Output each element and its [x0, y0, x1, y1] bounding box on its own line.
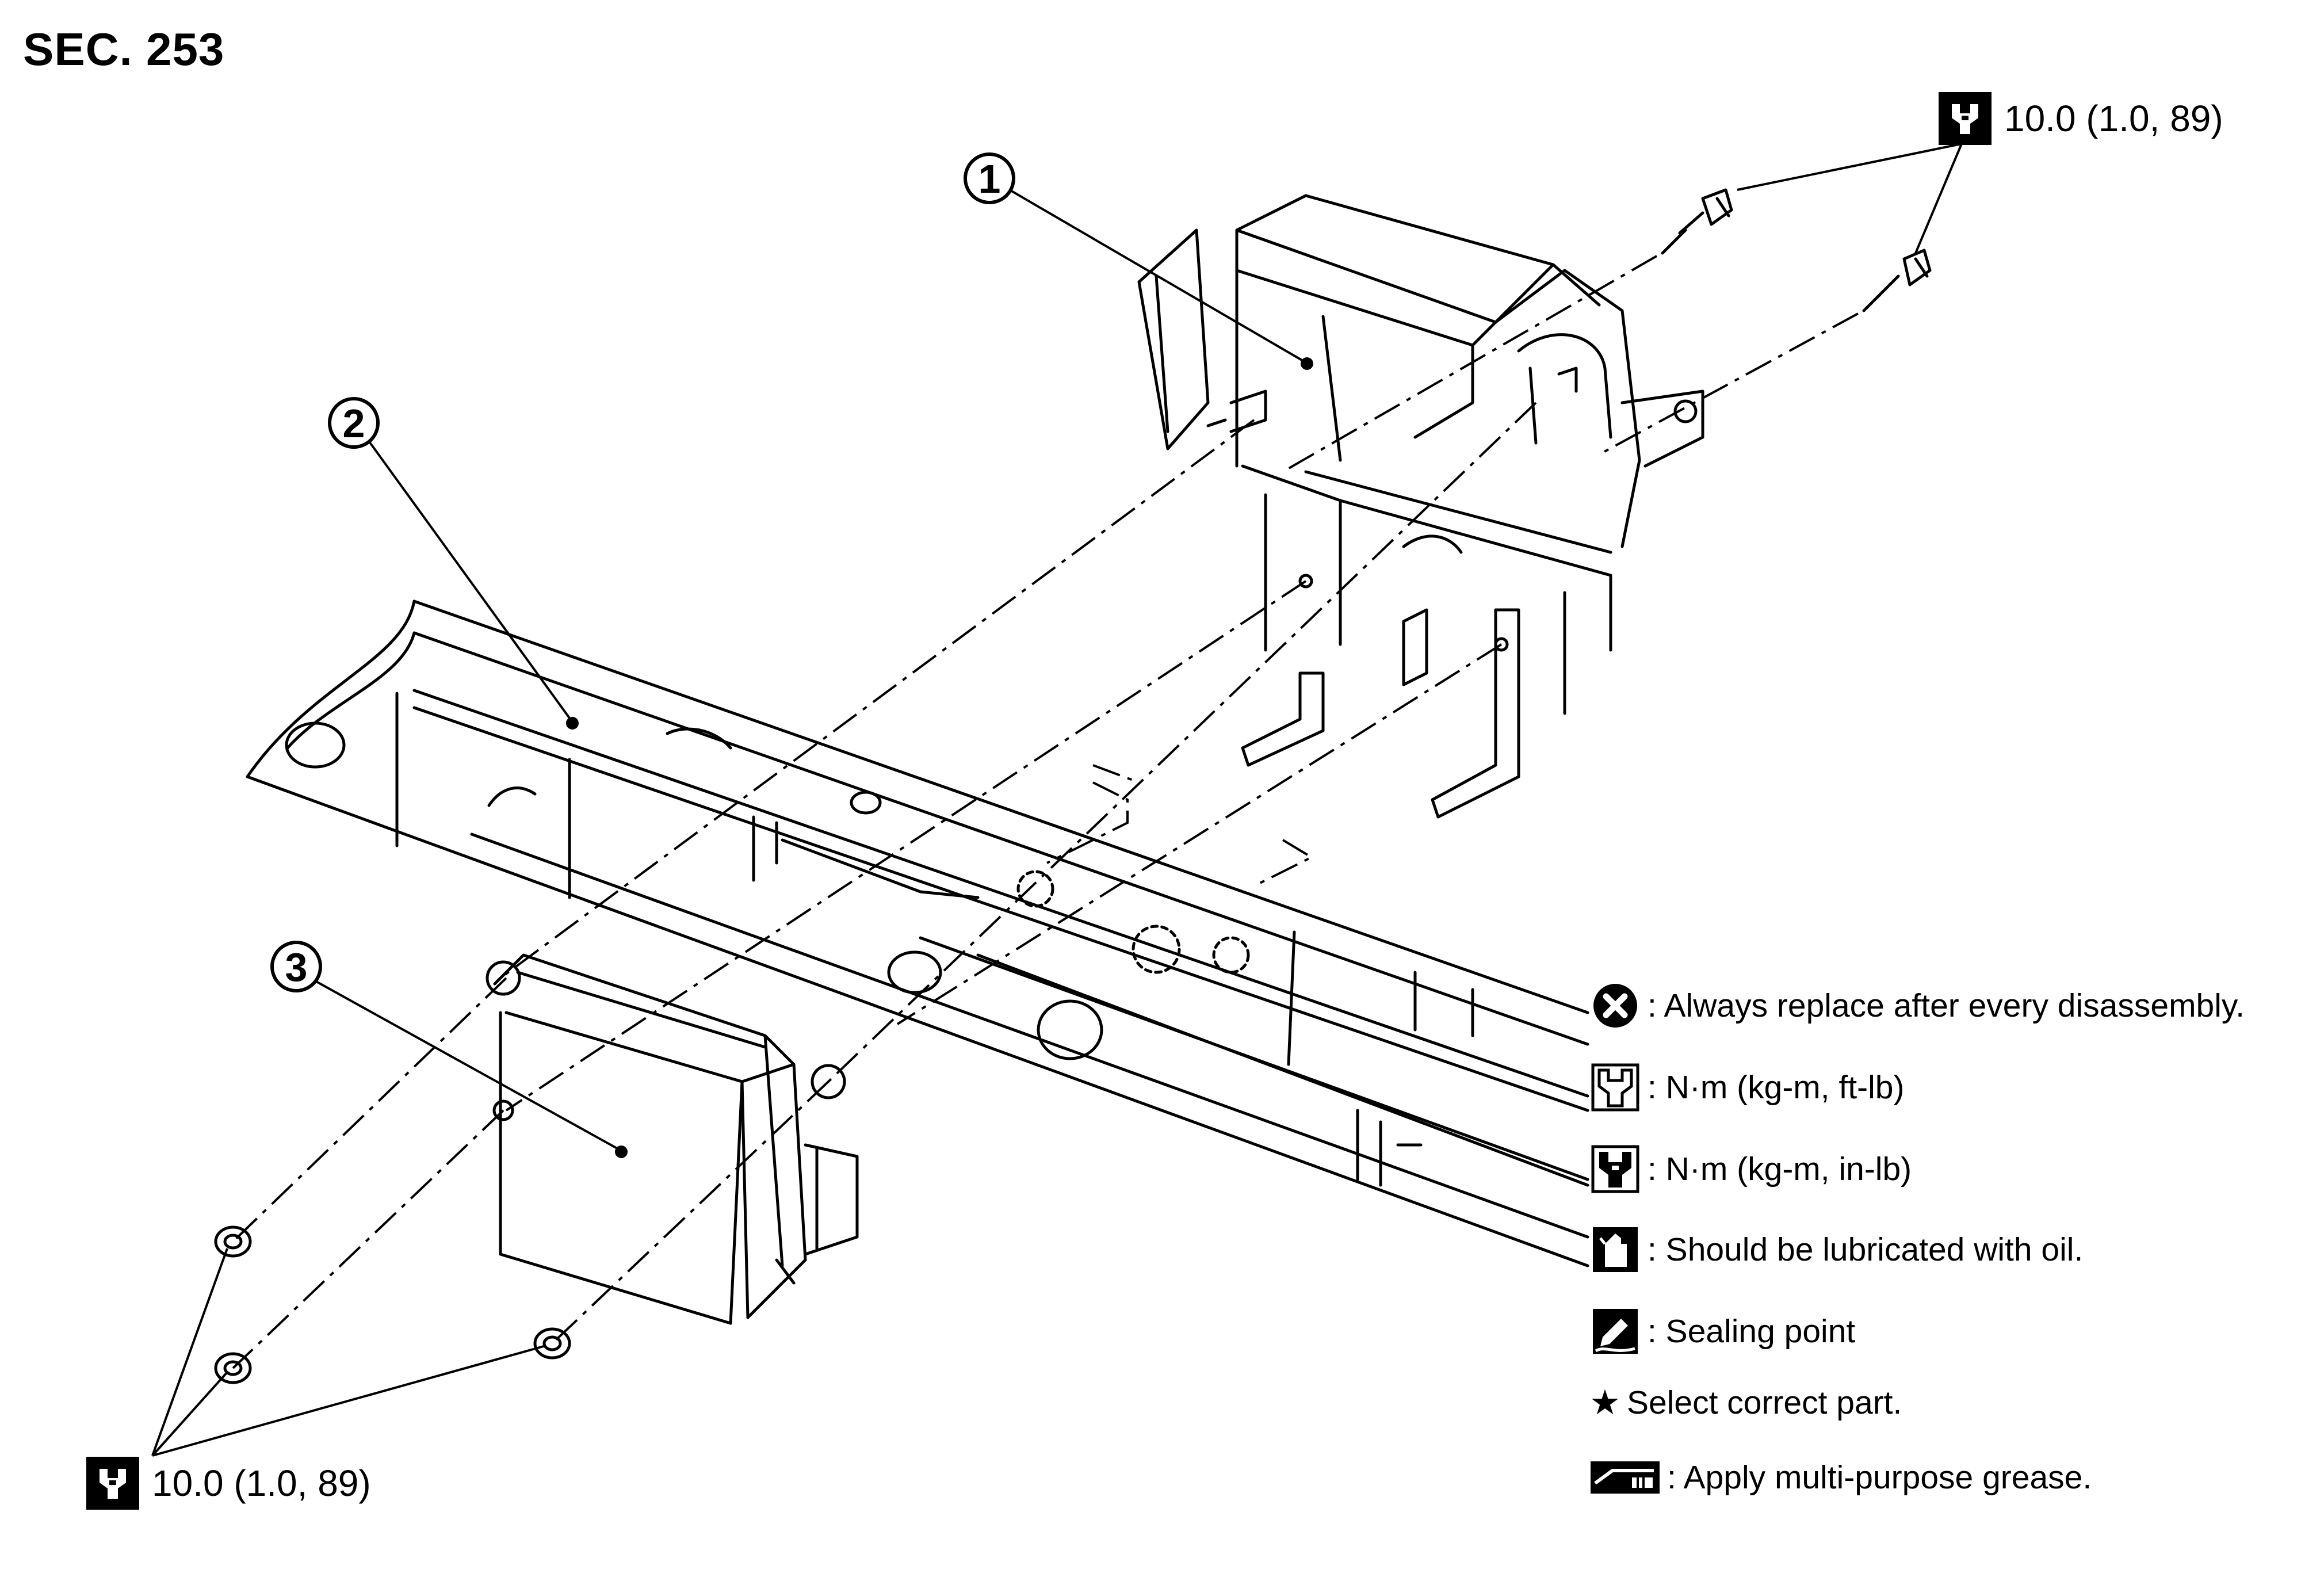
grease-icon [1588, 1450, 1662, 1505]
torque-ft-lb-icon [1588, 1060, 1643, 1115]
legend-text-select-part: Select correct part. [1627, 1384, 1902, 1421]
callout-1-number: 1 [978, 156, 1001, 201]
radar-sensor [486, 953, 859, 1325]
torque-value-nuts: 10.0 (1.0, 89) [152, 1463, 371, 1504]
torque-value-bolts: 10.0 (1.0, 89) [2004, 98, 2223, 139]
legend-text-torque-ft-lb: : N·m (kg-m, ft-lb) [1648, 1069, 1905, 1106]
bolt-upper-right [1862, 249, 1932, 312]
torque-spec-nuts: 10.0 (1.0, 89) [86, 1457, 371, 1510]
clip-1 [1016, 870, 1054, 908]
leader-lines [151, 143, 1963, 1457]
legend-item-sealing: : Sealing point [1588, 1304, 1855, 1359]
legend-text-grease: : Apply multi-purpose grease. [1667, 1459, 2092, 1496]
bolt-upper-left [1661, 188, 1733, 255]
legend-item-oil: : Should be lubricated with oil. [1588, 1222, 2083, 1277]
clip-2 [1132, 925, 1181, 974]
always-replace-icon [1588, 978, 1643, 1033]
legend-item-torque-ft-lb: : N·m (kg-m, ft-lb) [1588, 1060, 1904, 1115]
callout-3: 3 [270, 941, 322, 992]
alignment-lines [232, 255, 1859, 1369]
clip-3 [1212, 936, 1250, 974]
legend-item-select-part: ★ Select correct part. [1588, 1375, 1902, 1430]
callout-2-number: 2 [343, 401, 365, 446]
nut-right [533, 1327, 571, 1360]
section-title: SEC. 253 [23, 24, 225, 75]
sealing-point-icon [1588, 1304, 1643, 1359]
leader-dots [566, 357, 1313, 1158]
star-icon: ★ [1589, 1383, 1620, 1422]
legend-item-replace: : Always replace after every disassembly… [1588, 978, 2245, 1033]
sensor-bracket [1137, 194, 1704, 819]
torque-spec-bolts: 10.0 (1.0, 89) [1939, 92, 2223, 145]
legend-item-grease: : Apply multi-purpose grease. [1588, 1450, 2092, 1505]
callout-2: 2 [328, 397, 380, 449]
torque-in-lb-icon [1588, 1141, 1643, 1197]
legend-text-torque-in-lb: : N·m (kg-m, in-lb) [1648, 1151, 1912, 1187]
torque-in-lb-icon [86, 1457, 139, 1510]
callout-3-number: 3 [285, 945, 308, 990]
callout-1: 1 [964, 152, 1015, 204]
legend-text-oil: : Should be lubricated with oil. [1648, 1231, 2084, 1268]
oil-can-icon [1588, 1222, 1643, 1277]
nut-lower [214, 1352, 252, 1384]
torque-in-lb-icon [1939, 92, 1992, 145]
legend-text-sealing: : Sealing point [1648, 1313, 1856, 1350]
nut-upper [214, 1225, 252, 1258]
legend-text-replace: : Always replace after every disassembly… [1648, 987, 2245, 1024]
legend-item-torque-in-lb: : N·m (kg-m, in-lb) [1588, 1141, 1912, 1197]
bumper-reinforcement [246, 600, 1589, 1267]
